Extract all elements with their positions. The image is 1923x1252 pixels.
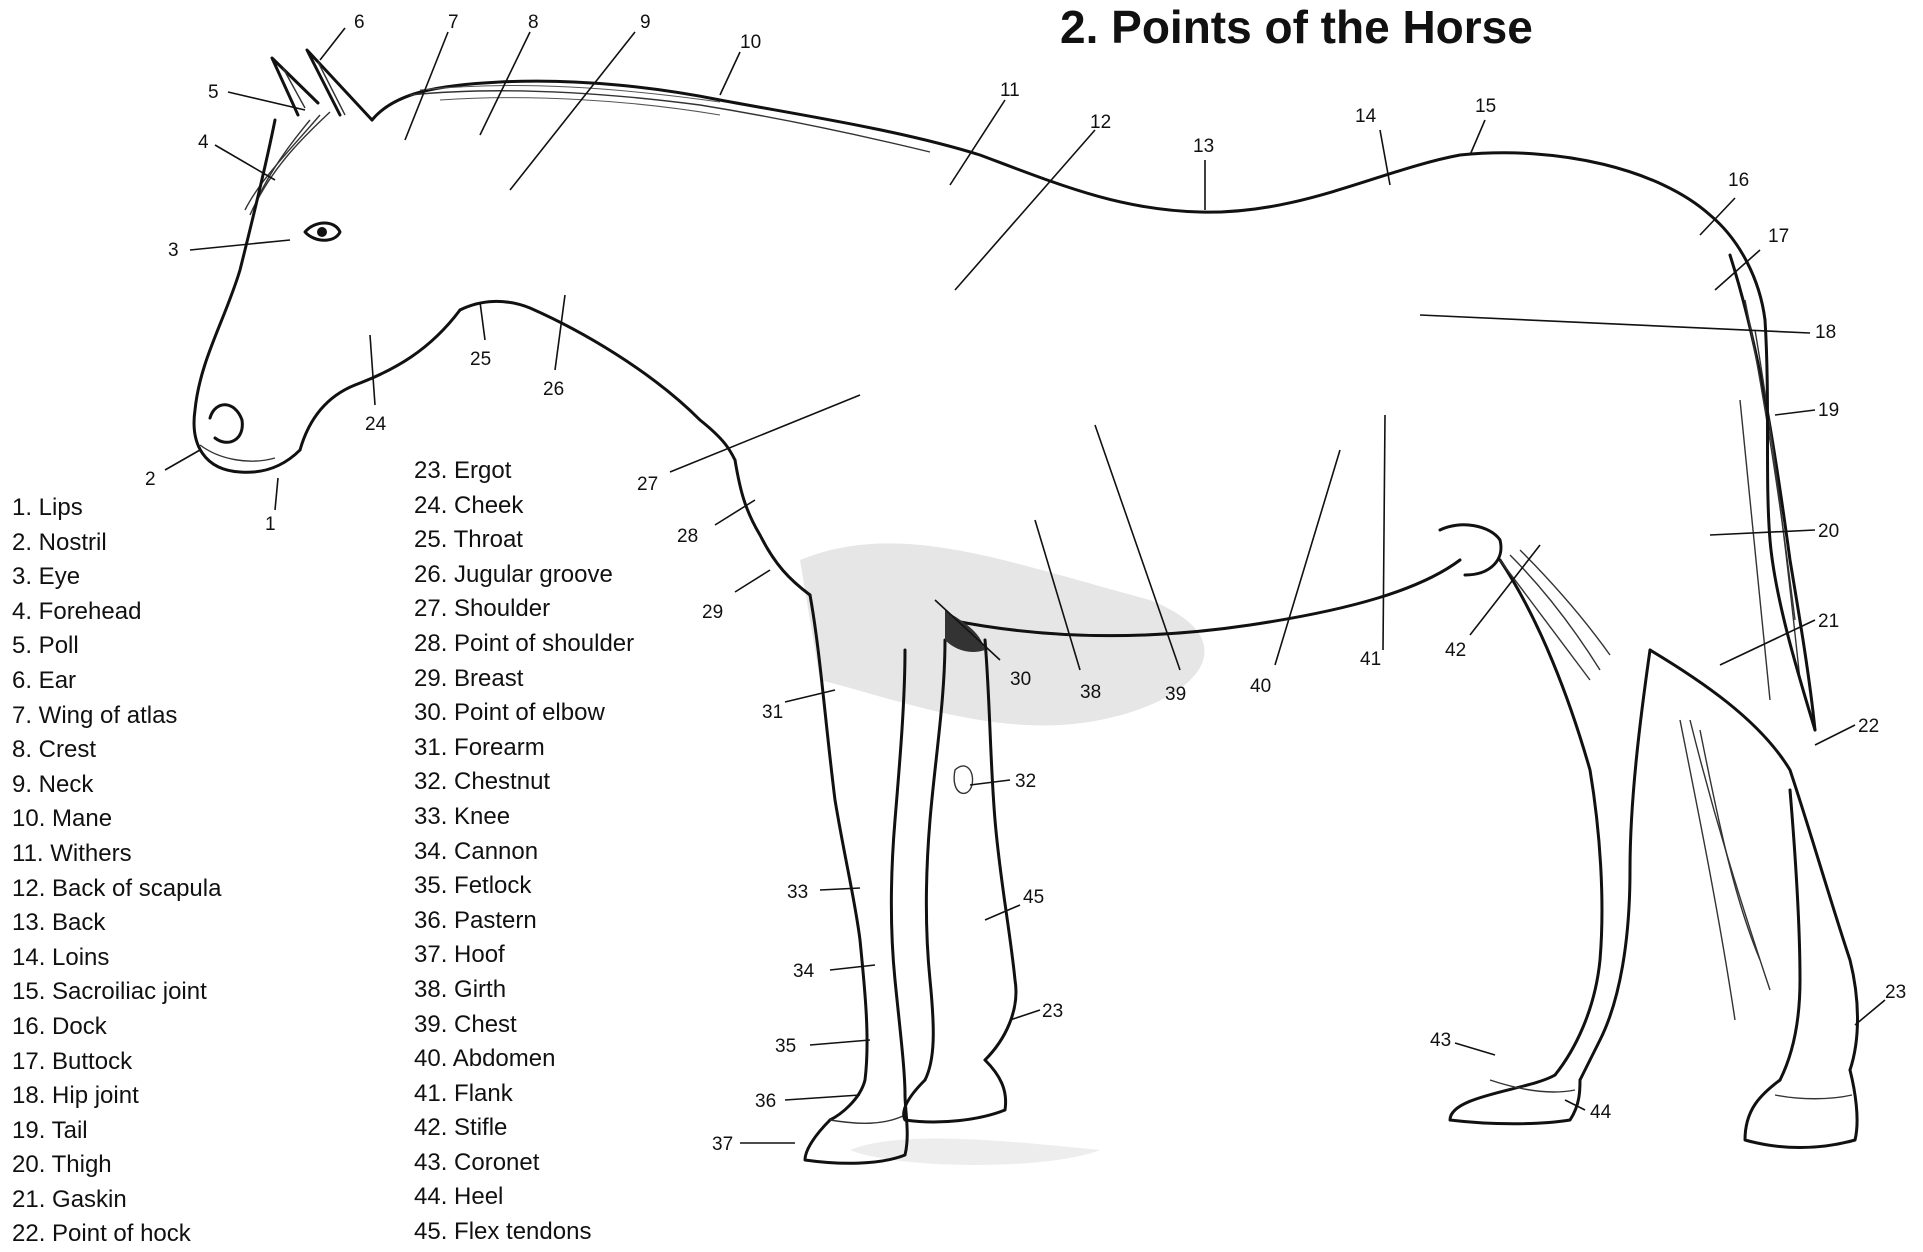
callout: 10 xyxy=(740,32,761,53)
callout: 1 xyxy=(265,514,276,535)
legend-item: 34. Cannon xyxy=(414,835,634,870)
callout: 33 xyxy=(787,882,808,903)
legend-left: 1. Lips2. Nostril3. Eye4. Forehead5. Pol… xyxy=(12,491,221,1252)
legend-item: 3. Eye xyxy=(12,560,221,595)
ground-shading xyxy=(800,543,1205,1165)
legend-item: 18. Hip joint xyxy=(12,1079,221,1114)
callout: 41 xyxy=(1360,649,1381,670)
legend-item: 12. Back of scapula xyxy=(12,872,221,907)
callout: 30 xyxy=(1010,669,1031,690)
callout: 22 xyxy=(1858,716,1879,737)
callout: 23 xyxy=(1042,1001,1063,1022)
legend-item: 45. Flex tendons xyxy=(414,1215,634,1250)
legend-item: 28. Point of shoulder xyxy=(414,627,634,662)
callout: 40 xyxy=(1250,676,1271,697)
callout: 39 xyxy=(1165,684,1186,705)
callout: 3 xyxy=(168,240,179,261)
callout: 21 xyxy=(1818,611,1839,632)
callout: 19 xyxy=(1818,400,1839,421)
callout: 32 xyxy=(1015,771,1036,792)
callout: 31 xyxy=(762,702,783,723)
legend-item: 23. Ergot xyxy=(414,454,634,489)
callout: 17 xyxy=(1768,226,1789,247)
callout: 4 xyxy=(198,132,209,153)
legend-item: 37. Hoof xyxy=(414,938,634,973)
legend-item: 13. Back xyxy=(12,906,221,941)
legend-item: 6. Ear xyxy=(12,664,221,699)
legend-item: 9. Neck xyxy=(12,768,221,803)
legend-item: 19. Tail xyxy=(12,1114,221,1149)
callout: 28 xyxy=(677,526,698,547)
legend-item: 17. Buttock xyxy=(12,1045,221,1080)
callout: 23 xyxy=(1885,982,1906,1003)
callout: 43 xyxy=(1430,1030,1451,1051)
legend-item: 38. Girth xyxy=(414,973,634,1008)
callout: 9 xyxy=(640,12,651,33)
legend-item: 35. Fetlock xyxy=(414,869,634,904)
callout: 7 xyxy=(448,12,459,33)
callout: 6 xyxy=(354,12,365,33)
legend-item: 20. Thigh xyxy=(12,1148,221,1183)
legend-item: 24. Cheek xyxy=(414,489,634,524)
legend-item: 40. Abdomen xyxy=(414,1042,634,1077)
callout: 42 xyxy=(1445,640,1466,661)
callout: 44 xyxy=(1590,1102,1612,1123)
callout: 35 xyxy=(775,1036,796,1057)
legend-item: 8. Crest xyxy=(12,733,221,768)
legend-item: 2. Nostril xyxy=(12,526,221,561)
callout: 12 xyxy=(1090,112,1111,133)
legend-item: 33. Knee xyxy=(414,800,634,835)
legend-item: 44. Heel xyxy=(414,1180,634,1215)
legend-item: 15. Sacroiliac joint xyxy=(12,975,221,1010)
callout: 29 xyxy=(702,602,723,623)
legend-item: 41. Flank xyxy=(414,1077,634,1112)
callout: 27 xyxy=(637,474,658,495)
legend-item: 43. Coronet xyxy=(414,1146,634,1181)
callout: 16 xyxy=(1728,170,1749,191)
legend-item: 10. Mane xyxy=(12,802,221,837)
callout: 25 xyxy=(470,349,491,370)
legend-item: 7. Wing of atlas xyxy=(12,699,221,734)
legend-item: 11. Withers xyxy=(12,837,221,872)
legend-item: 32. Chestnut xyxy=(414,765,634,800)
callout: 26 xyxy=(543,379,564,400)
legend-item: 36. Pastern xyxy=(414,904,634,939)
callout: 45 xyxy=(1023,887,1044,908)
callout: 8 xyxy=(528,12,539,33)
legend-item: 25. Throat xyxy=(414,523,634,558)
legend-item: 31. Forearm xyxy=(414,731,634,766)
callout: 11 xyxy=(1000,80,1020,101)
legend-item: 26. Jugular groove xyxy=(414,558,634,593)
legend-item: 27. Shoulder xyxy=(414,592,634,627)
callout: 2 xyxy=(145,469,156,490)
legend-item: 16. Dock xyxy=(12,1010,221,1045)
legend-item: 39. Chest xyxy=(414,1008,634,1043)
callout: 36 xyxy=(755,1091,776,1112)
legend-item: 22. Point of hock xyxy=(12,1217,221,1252)
legend-item: 29. Breast xyxy=(414,662,634,697)
legend-item: 4. Forehead xyxy=(12,595,221,630)
callout: 14 xyxy=(1355,106,1377,127)
legend-item: 5. Poll xyxy=(12,629,221,664)
callout: 38 xyxy=(1080,682,1101,703)
callout: 34 xyxy=(793,961,815,982)
callout: 20 xyxy=(1818,521,1839,542)
legend-item: 30. Point of elbow xyxy=(414,696,634,731)
legend-item: 14. Loins xyxy=(12,941,221,976)
callout: 18 xyxy=(1815,322,1836,343)
callout: 37 xyxy=(712,1134,733,1155)
callout: 24 xyxy=(365,414,387,435)
legend-item: 21. Gaskin xyxy=(12,1183,221,1218)
callout: 13 xyxy=(1193,136,1214,157)
legend-right: 23. Ergot24. Cheek25. Throat26. Jugular … xyxy=(414,454,634,1250)
legend-item: 42. Stifle xyxy=(414,1111,634,1146)
legend-item: 1. Lips xyxy=(12,491,221,526)
callout: 15 xyxy=(1475,96,1496,117)
callout: 5 xyxy=(208,82,219,103)
